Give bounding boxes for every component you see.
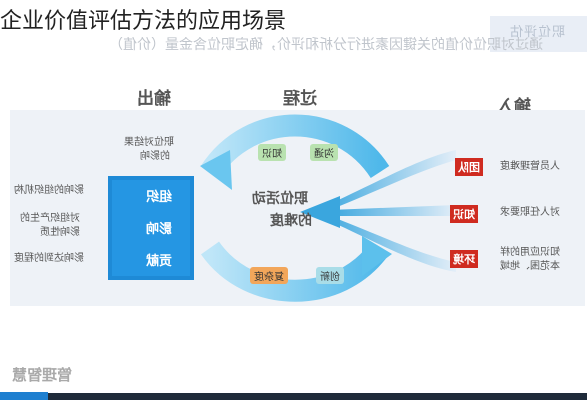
- cycle-arrow-head-left: [200, 150, 232, 190]
- process-chip-complexity: 复杂度: [250, 267, 288, 284]
- input-text-3: 知识应用的样 本范围、地域: [500, 247, 560, 272]
- diagram-band: [10, 110, 585, 306]
- process-center-text-1: 职位活动: [252, 191, 308, 207]
- org-item-impact: 影响: [146, 222, 173, 237]
- input-arrow-middle: [330, 205, 456, 216]
- footer-bar-accent: [0, 392, 48, 400]
- input-tag-knowledge: 知识: [450, 205, 478, 223]
- output-left-item-3: 影响达到的程度: [14, 253, 84, 264]
- input-arrow-tip: [300, 196, 340, 228]
- page-title: 企业价值评估方法的应用场景: [0, 9, 287, 34]
- org-box-inner: [112, 180, 190, 276]
- input-text-2: 对人任职要求: [500, 207, 560, 218]
- output-left-item-2: 对组织产生的 影响性质: [20, 213, 80, 238]
- output-left-item-1: 影响的组织机构: [14, 185, 84, 196]
- input-arrow-top: [320, 150, 456, 212]
- cycle-arc-top: [200, 114, 390, 179]
- input-tag-team: 团队: [455, 158, 483, 176]
- header-badge: [490, 16, 587, 52]
- process-chip-innovation: 创新: [316, 267, 344, 284]
- org-item-organization: 组织: [146, 190, 173, 205]
- process-chip-communication: 沟通: [310, 144, 338, 161]
- input-arrow-bottom: [320, 212, 456, 272]
- output-top-text-1: 职位对结果: [124, 137, 174, 148]
- process-center-text-2: 的难度: [270, 213, 312, 229]
- input-text-1: 人员管理难度: [500, 161, 560, 172]
- cycle-arrow-head-right: [362, 236, 392, 276]
- footer-logo: 管理智慧: [12, 366, 73, 384]
- output-top-text-2: 的影响: [140, 151, 170, 162]
- cycle-arc-bottom: [201, 241, 389, 302]
- org-item-contribution: 贡献: [146, 254, 173, 269]
- process-chip-knowledge: 知识: [258, 144, 286, 161]
- footer-bar: [48, 393, 587, 400]
- input-tag-environment: 环境: [450, 250, 478, 268]
